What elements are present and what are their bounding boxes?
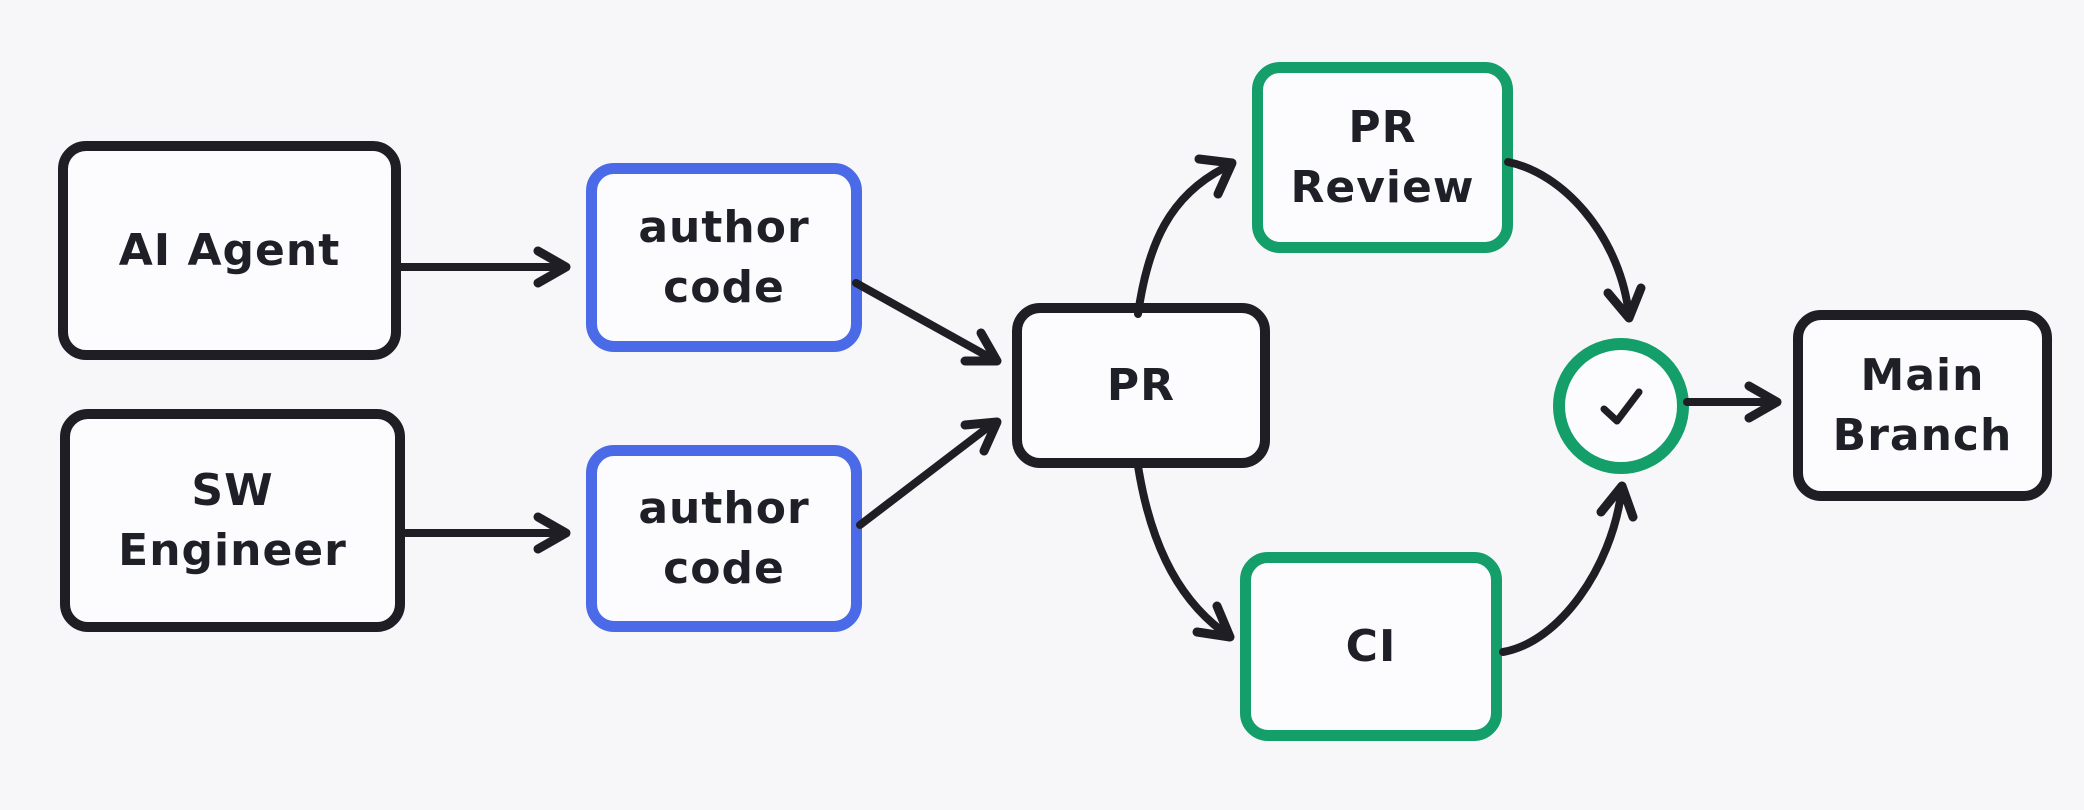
arrow-ci-to-check xyxy=(1499,481,1638,656)
arrow-pr-to-ci xyxy=(1134,462,1235,642)
node-pr-label: PR xyxy=(1106,359,1176,411)
checkmark-icon xyxy=(1600,388,1643,425)
node-main-branch-label: Main Branch xyxy=(1832,350,2013,461)
arrow-author-code-2-to-pr xyxy=(856,417,1002,529)
node-sw-engineer-label: SW Engineer xyxy=(118,465,347,576)
arrow-sw-engineer-to-author-code xyxy=(402,512,571,554)
arrow-author-code-1-to-pr xyxy=(852,279,1002,366)
node-ci-label: CI xyxy=(1345,620,1397,672)
node-author-code-1-label: author code xyxy=(638,202,810,313)
node-sw-engineer: SW Engineer xyxy=(60,409,405,632)
node-main-branch: Main Branch xyxy=(1793,310,2052,501)
node-author-code-2: author code xyxy=(586,445,862,632)
arrow-check-to-main-branch xyxy=(1683,381,1782,423)
node-ci: CI xyxy=(1240,552,1502,741)
arrow-ai-agent-to-author-code xyxy=(397,246,571,288)
node-pr-review: PR Review xyxy=(1252,62,1513,253)
node-approval-check xyxy=(1553,338,1689,474)
node-pr: PR xyxy=(1012,303,1270,468)
node-ai-agent-label: AI Agent xyxy=(118,224,341,276)
arrow-pr-to-pr-review xyxy=(1134,154,1237,318)
arrow-pr-review-to-check xyxy=(1504,158,1646,323)
node-pr-review-label: PR Review xyxy=(1290,102,1475,213)
node-author-code-2-label: author code xyxy=(638,483,810,594)
node-ai-agent: AI Agent xyxy=(58,141,401,360)
node-author-code-1: author code xyxy=(586,163,862,352)
